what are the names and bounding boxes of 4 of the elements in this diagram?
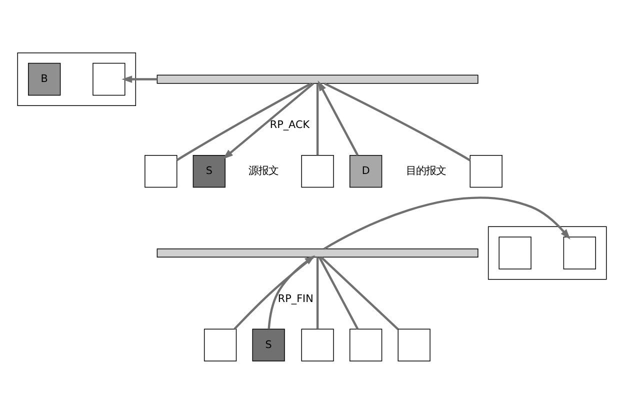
- node-label: 目的报文: [406, 164, 446, 177]
- node-label: 源报文: [248, 164, 278, 177]
- edge-label: RP_ACK: [270, 118, 310, 131]
- edge-label: RP_FIN: [278, 292, 314, 304]
